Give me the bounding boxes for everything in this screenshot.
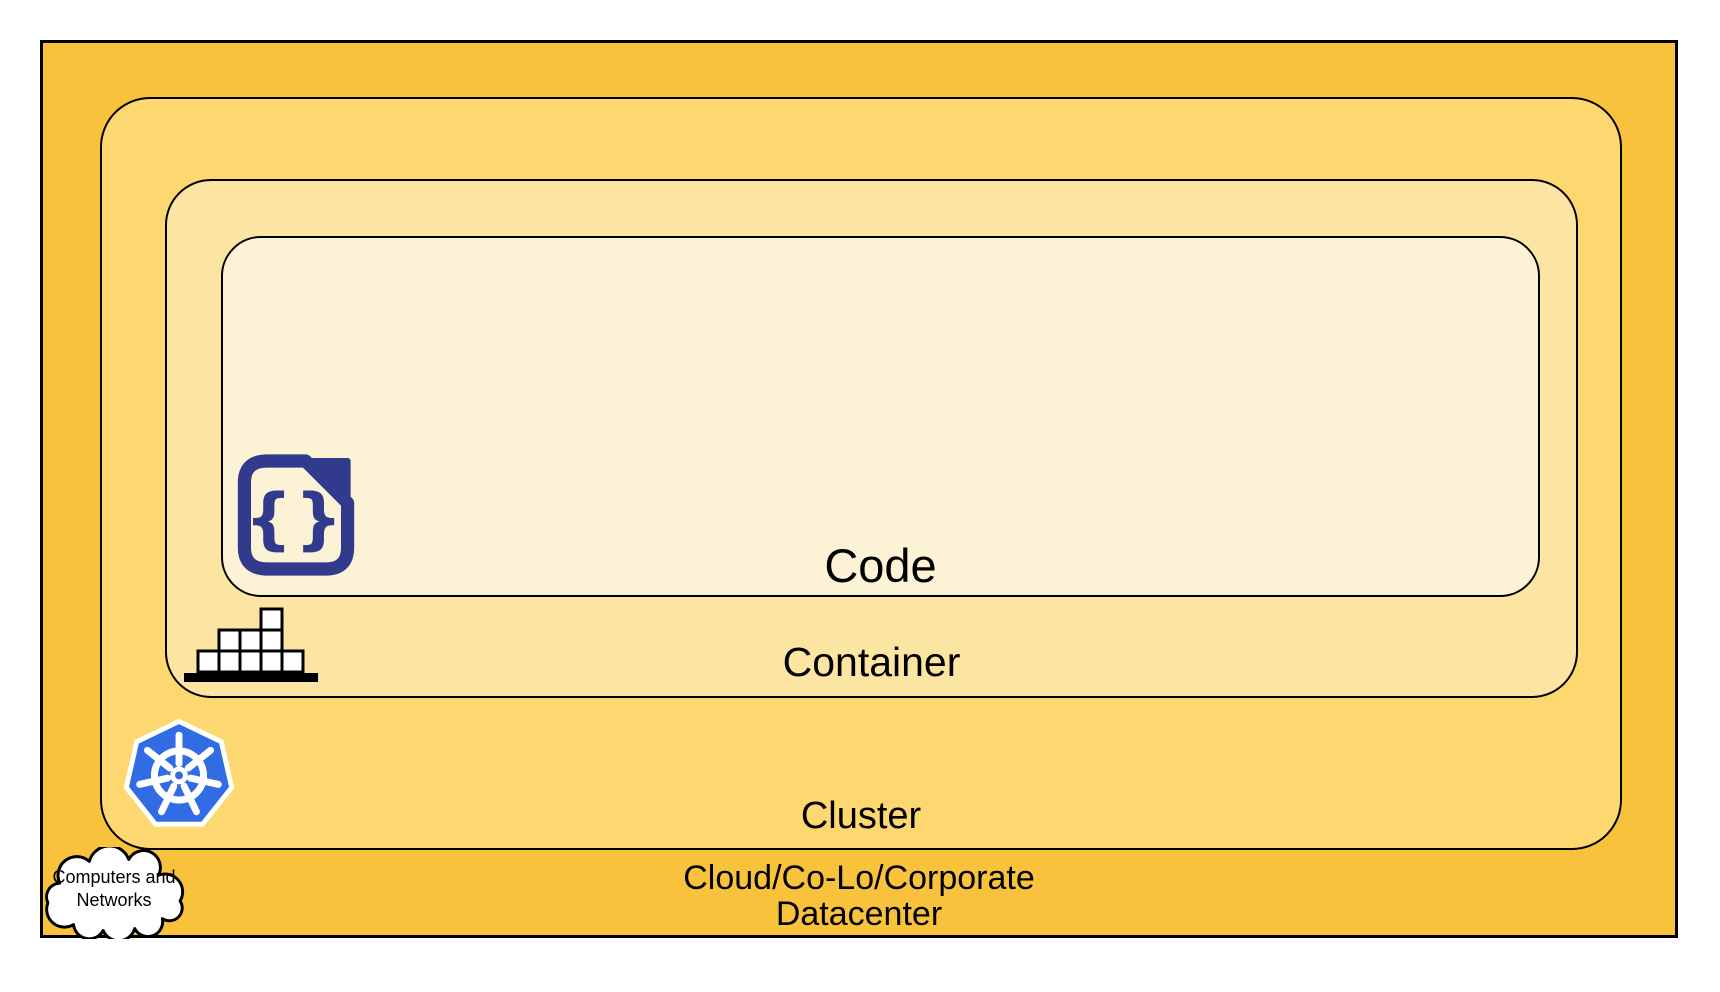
container-blocks-icon <box>184 607 318 682</box>
cluster-label: Cluster <box>800 795 922 837</box>
code-label: Code <box>824 539 937 592</box>
code-file-icon: {} <box>237 454 355 576</box>
datacenter-label-line2: Datacenter <box>775 895 943 933</box>
datacenter-label: Cloud/Co-Lo/Corporate Datacenter <box>43 860 1675 932</box>
code-box: Code <box>221 236 1540 597</box>
datacenter-label-line1: Cloud/Co-Lo/Corporate <box>683 859 1035 897</box>
cloud-callout-label: Computers and Networks <box>40 866 188 912</box>
code-braces-glyph: {} <box>245 479 345 557</box>
container-label: Container <box>782 639 961 685</box>
computers-networks-cloud-icon <box>45 847 185 939</box>
kubernetes-icon <box>123 718 235 827</box>
cloud-callout-line2: Networks <box>76 890 152 910</box>
cloud-callout-line1: Computers and <box>52 867 176 887</box>
